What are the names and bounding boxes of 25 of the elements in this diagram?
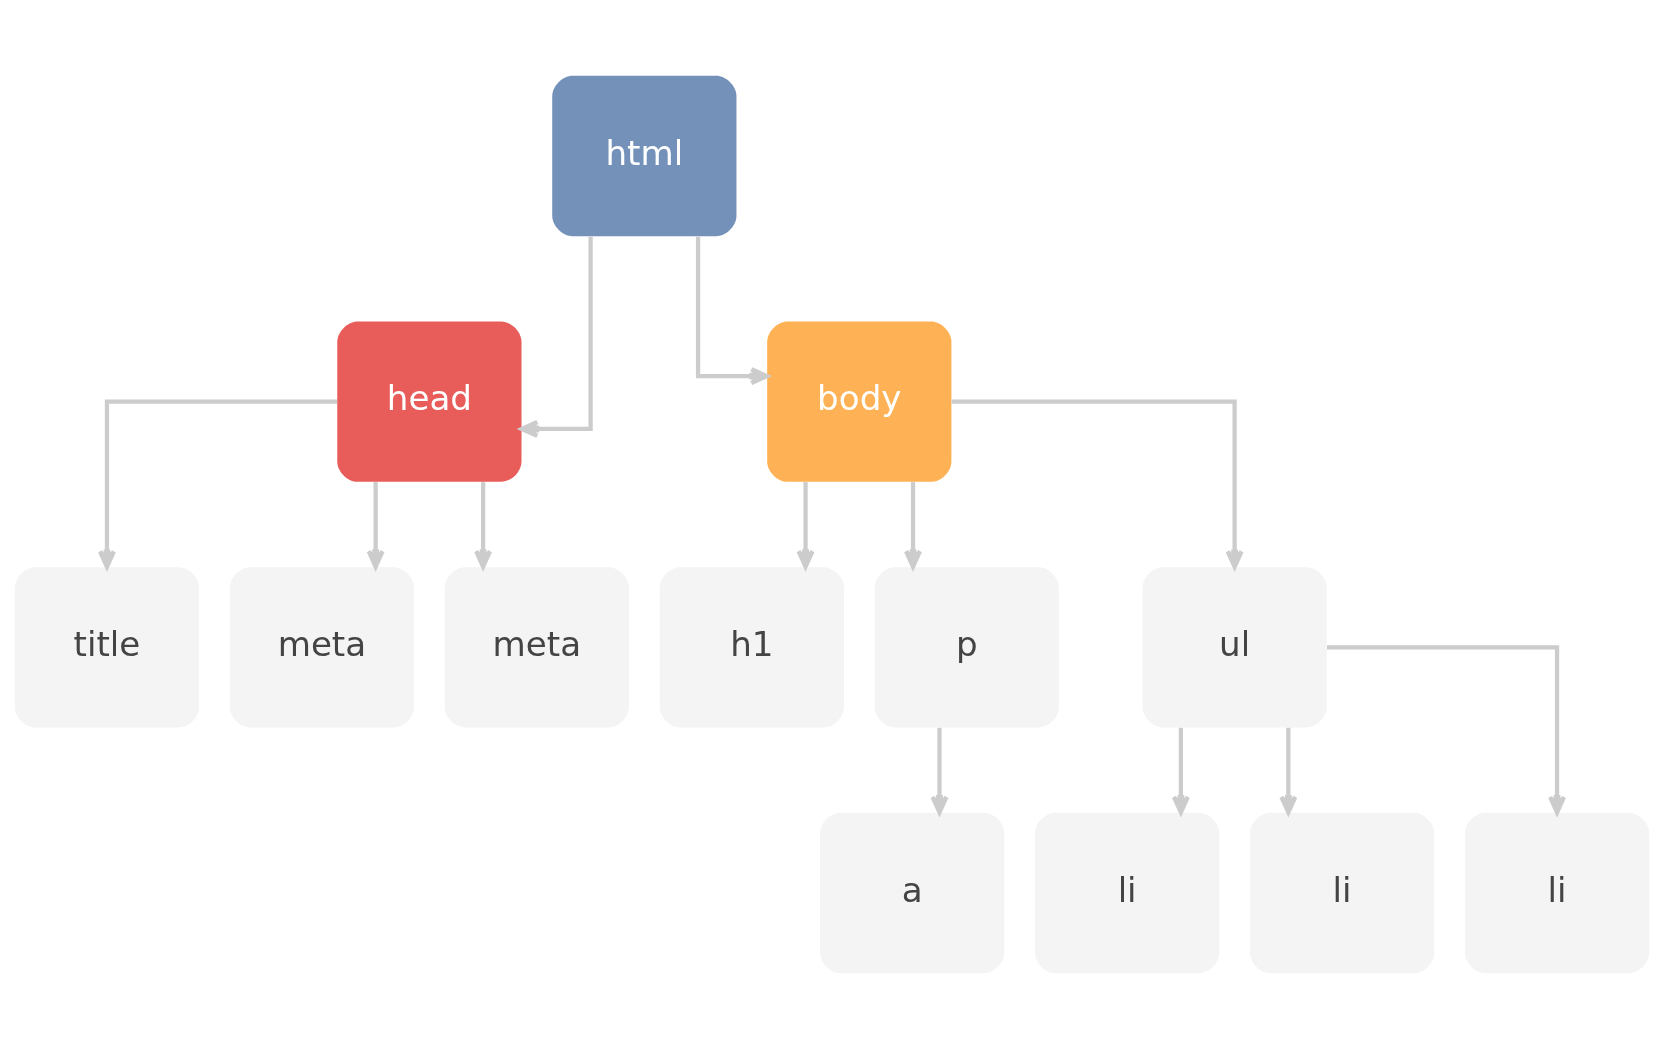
node-box: html [552, 75, 737, 236]
arrow [1327, 644, 1567, 815]
arrow [695, 236, 770, 385]
arrow [930, 727, 949, 814]
node-box: body [767, 321, 952, 482]
node-box: title [14, 566, 200, 727]
arrow [366, 481, 385, 569]
node-box: li [1464, 812, 1650, 973]
node-box: head [337, 321, 522, 482]
arrow [1171, 727, 1190, 814]
node-box: h1 [659, 566, 844, 727]
node-box: a [820, 812, 1005, 973]
node-box: p [874, 566, 1059, 727]
arrow [519, 235, 593, 438]
node-box: li [1249, 812, 1435, 973]
arrow [97, 399, 337, 569]
arrow [474, 481, 493, 569]
node-box: meta [229, 566, 415, 727]
arrow [796, 481, 815, 569]
node-box: meta [444, 566, 629, 727]
node-box: ul [1142, 566, 1327, 727]
arrow [904, 481, 923, 569]
arrow [1279, 727, 1298, 814]
node-box: li [1035, 812, 1220, 973]
arrow [951, 399, 1244, 569]
